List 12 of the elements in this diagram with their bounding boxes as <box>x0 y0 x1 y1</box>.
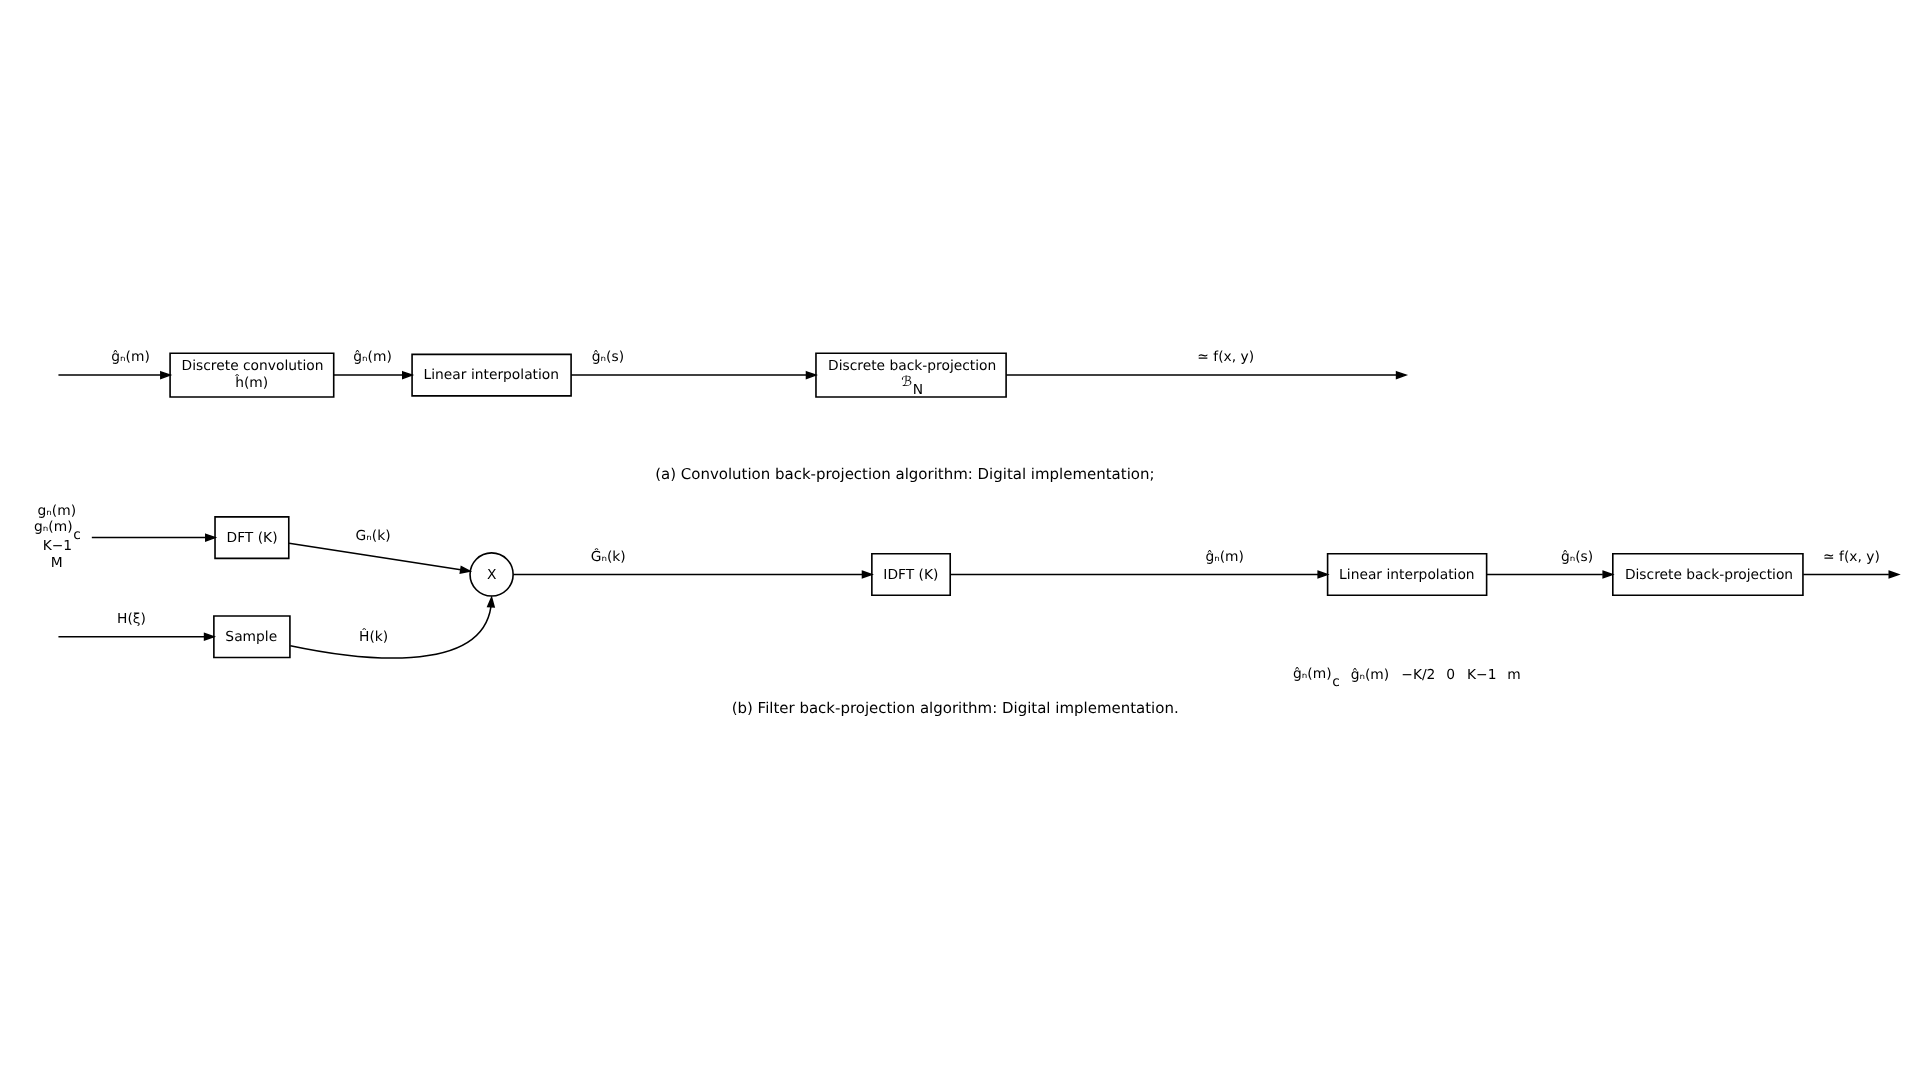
arrow <box>289 594 496 658</box>
arrow <box>1005 369 1409 379</box>
arrow <box>1485 569 1615 578</box>
arrow <box>1802 569 1901 578</box>
arrow <box>333 369 415 379</box>
arrow <box>57 631 217 640</box>
arrow <box>91 532 218 541</box>
arrow <box>949 569 1330 578</box>
arrow <box>512 569 874 578</box>
arrow <box>57 369 173 379</box>
arrow <box>288 541 473 573</box>
arrow <box>570 369 818 379</box>
